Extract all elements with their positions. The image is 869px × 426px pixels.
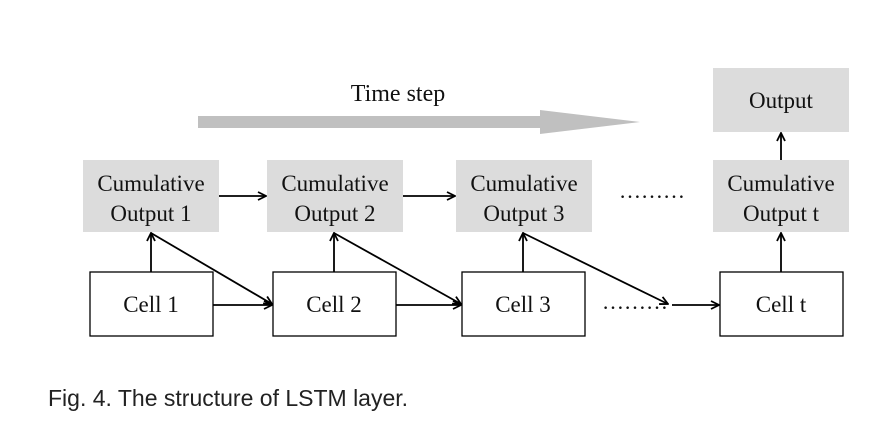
ellipsis-bottom: ………	[602, 289, 668, 314]
cumulative-output-1-line2: Output 1	[110, 201, 191, 226]
lstm-diagram: Time step Output Cumulative Output 1 Cum…	[83, 68, 849, 337]
cumulative-output-2-line1: Cumulative	[281, 171, 388, 196]
cumulative-output-3-line2: Output 3	[483, 201, 564, 226]
cell-3-label: Cell 3	[495, 292, 551, 317]
arrow-cum3-to-ellipsis	[522, 232, 668, 304]
cell-2-label: Cell 2	[306, 292, 362, 317]
cumulative-output-3-line1: Cumulative	[470, 171, 577, 196]
cumulative-output-box-3	[456, 160, 592, 232]
cumulative-output-2-line2: Output 2	[294, 201, 375, 226]
cell-box-1	[89, 271, 214, 337]
time-step-label: Time step	[351, 81, 445, 107]
arrow-cum1-to-cell2	[150, 232, 272, 304]
output-box	[713, 68, 849, 132]
cumulative-output-box-1	[83, 160, 219, 232]
cell-t-label: Cell t	[756, 292, 807, 317]
cell-1-label: Cell 1	[123, 292, 179, 317]
cell-box-2	[272, 271, 397, 337]
cumulative-output-box-t	[713, 160, 849, 232]
cumulative-output-t-line1: Cumulative	[727, 171, 834, 196]
figure-caption: Fig. 4. The structure of LSTM layer.	[48, 385, 409, 411]
ellipsis-top: ………	[619, 178, 685, 203]
arrow-cum2-to-cell3	[333, 232, 461, 304]
cell-box-t	[719, 271, 844, 337]
cumulative-output-t-line2: Output t	[743, 201, 820, 226]
cumulative-output-1-line1: Cumulative	[97, 171, 204, 196]
output-label: Output	[749, 88, 814, 113]
cumulative-output-box-2	[267, 160, 403, 232]
time-step-arrow	[198, 110, 640, 134]
cell-box-3	[461, 271, 586, 337]
